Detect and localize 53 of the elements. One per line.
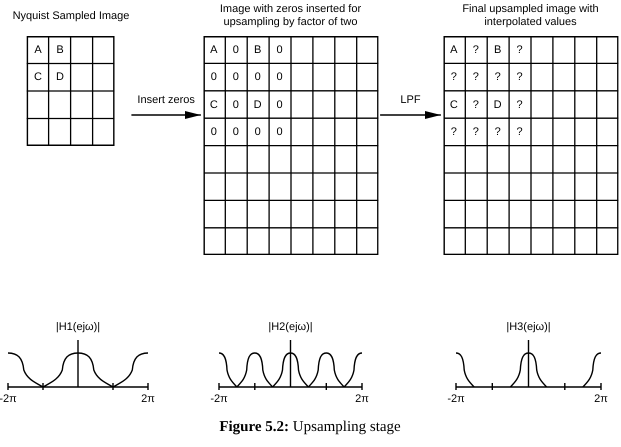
pixel-value: 0	[254, 71, 261, 84]
arrow	[131, 111, 201, 119]
pixel-value: A	[210, 44, 218, 56]
pixel-value: 0	[276, 44, 283, 56]
axis-label: |H3(ejω)|	[506, 321, 551, 333]
pixel-value: B	[254, 44, 262, 56]
pixel-value: 0	[254, 126, 261, 138]
pixel-value: C	[450, 98, 458, 110]
edge-label: LPF	[400, 94, 421, 106]
pixel-value: A	[450, 44, 458, 56]
tick-label: 2π	[141, 393, 155, 405]
pixel-value: A	[34, 44, 42, 56]
pixel-value: B	[494, 44, 502, 56]
pixel-value: 0	[232, 98, 239, 110]
pixel-value: ?	[516, 126, 523, 138]
pixel-value: ?	[472, 126, 479, 138]
grid-title: Final upsampled image with interpolated values	[461, 3, 600, 29]
pixel-value: 0	[276, 71, 283, 84]
edge-label: Insert zeros	[137, 94, 195, 106]
pixel-value: 0	[210, 71, 217, 84]
pixel-value: ?	[472, 98, 479, 110]
figure-caption: Figure 5.2: Upsampling stage	[219, 419, 401, 436]
pixel-value: ?	[472, 44, 479, 56]
grid-title: Image with zeros inserted for upsampling by factor of two	[218, 3, 362, 29]
grid-title: Nyquist Sampled Image	[12, 10, 130, 23]
pixel-value: 0	[276, 126, 283, 138]
pixel-value: ?	[516, 71, 523, 84]
pixel-value: ?	[494, 126, 501, 138]
pixel-value: C	[210, 98, 218, 110]
pixel-value: ?	[516, 98, 523, 110]
pixel-value: D	[254, 98, 262, 110]
pixel-value: ?	[516, 44, 523, 56]
axis-label: |H1(ejω)|	[56, 321, 100, 333]
pixel-value: D	[494, 98, 502, 110]
pixel-value: ?	[450, 126, 457, 138]
pixel-value: 0	[210, 126, 217, 138]
tick-label: -2π	[210, 393, 228, 405]
pixel-value: 0	[232, 126, 239, 138]
tick-label: 2π	[594, 393, 608, 405]
tick-label: -2π	[447, 393, 465, 405]
pixel-value: ?	[450, 71, 457, 84]
pixel-value: 0	[232, 71, 239, 84]
pixel-value: D	[56, 71, 64, 84]
pixel-value: 0	[276, 98, 283, 110]
pixel-value: B	[56, 44, 64, 56]
arrow	[380, 111, 441, 119]
pixel-value: 0	[232, 44, 239, 56]
pixel-value: C	[34, 71, 42, 84]
pixel-value: ?	[494, 71, 501, 84]
tick-label: 2π	[355, 393, 369, 405]
axis-label: |H2(ejω)|	[268, 321, 313, 333]
tick-label: -2π	[0, 393, 17, 405]
pixel-value: ?	[472, 71, 479, 84]
